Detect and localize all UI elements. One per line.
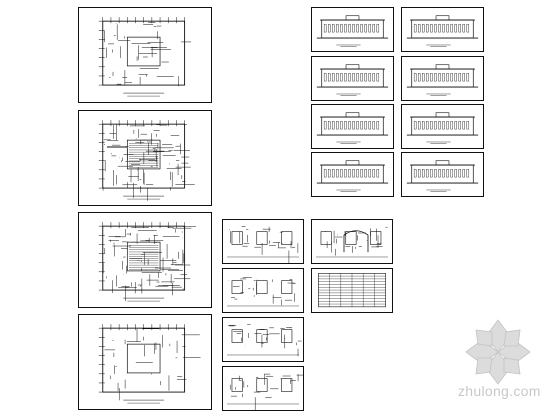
sheet-drawing (316, 64, 389, 96)
elevation-sheet-6 (401, 104, 484, 149)
elevation-sheet-7 (311, 152, 394, 197)
detail-sheet-3 (222, 317, 304, 362)
sheet-drawing (227, 226, 299, 263)
elevation-sheet-1 (311, 7, 394, 52)
plan-sheet-1 (78, 7, 212, 103)
detail-sheet-5 (311, 219, 393, 264)
detail-sheet-2 (222, 268, 304, 313)
elevation-sheet-2 (401, 7, 484, 52)
zhulong-logo-icon (465, 319, 531, 385)
sheet-drawing (98, 324, 201, 404)
sheet-drawing (406, 160, 479, 192)
sheet-drawing (316, 226, 388, 258)
plan-sheet-4 (78, 314, 212, 410)
sheet-drawing (98, 222, 196, 302)
plan-sheet-2 (78, 110, 212, 206)
watermark-text: zhulong.com (458, 383, 541, 399)
detail-sheet-6 (311, 268, 393, 313)
sheet-drawing (98, 120, 195, 201)
sheet-drawing (316, 15, 389, 47)
sheet-drawing (406, 15, 479, 47)
detail-sheet-1 (222, 219, 304, 264)
sheet-drawing (406, 112, 479, 144)
sheet-drawing (227, 277, 299, 307)
elevation-sheet-4 (401, 56, 484, 101)
elevation-sheet-8 (401, 152, 484, 197)
sheet-drawing (316, 112, 389, 144)
detail-sheet-4 (222, 366, 304, 411)
sheet-drawing (316, 160, 389, 192)
elevation-sheet-5 (311, 104, 394, 149)
sheet-drawing (227, 373, 303, 410)
sheet-drawing (98, 17, 192, 97)
sheet-drawing (227, 324, 302, 357)
elevation-sheet-3 (311, 56, 394, 101)
sheet-drawing (318, 273, 386, 308)
sheet-drawing (406, 64, 479, 96)
plan-sheet-3 (78, 212, 212, 308)
